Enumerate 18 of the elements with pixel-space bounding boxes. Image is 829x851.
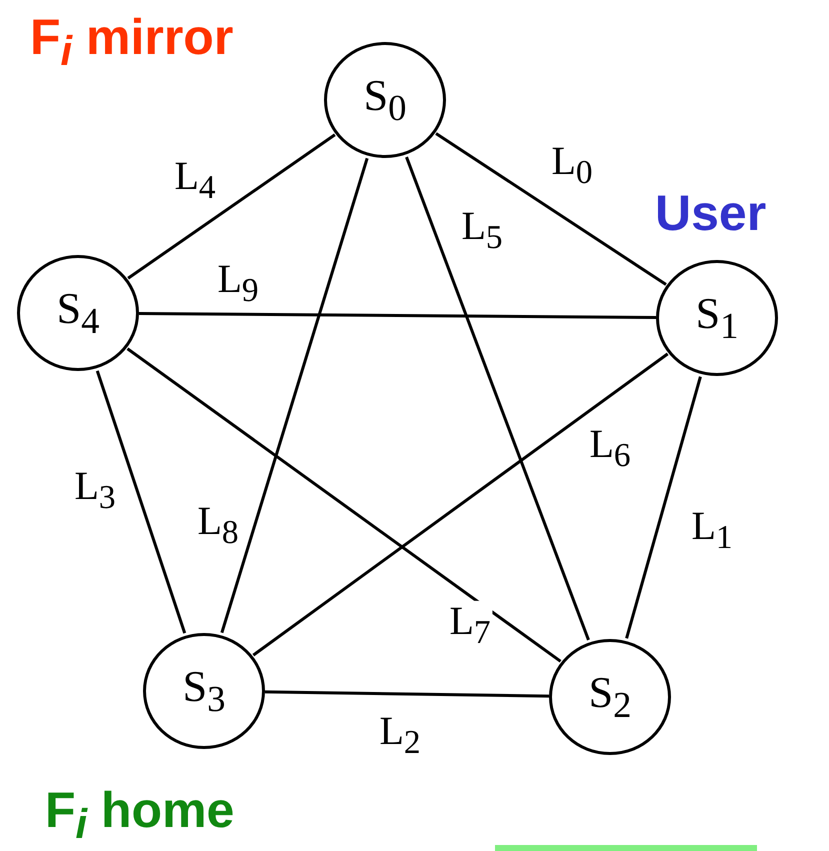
connector-line [138,312,656,320]
connector-line [127,134,336,280]
node-label: S$_{1}$ [696,292,738,344]
connector-line [252,352,669,656]
node-label: S$_{3}$ [182,664,226,718]
node-label: S$_{4}$ [56,286,100,340]
connector-line [405,156,590,640]
connector-line [625,376,702,639]
connector-line [264,690,550,698]
node-label: S$_{0}$ [364,74,406,126]
role-label: F$_{i}$ home [45,785,234,845]
connector-line [96,370,186,634]
role-label: F$_{i}$ mirror [30,12,234,72]
connector-line [220,158,369,634]
node-label: S$_{2}$ [588,670,632,724]
role-label: User [655,188,766,238]
connector-line [435,132,667,286]
connector-line [126,347,562,663]
